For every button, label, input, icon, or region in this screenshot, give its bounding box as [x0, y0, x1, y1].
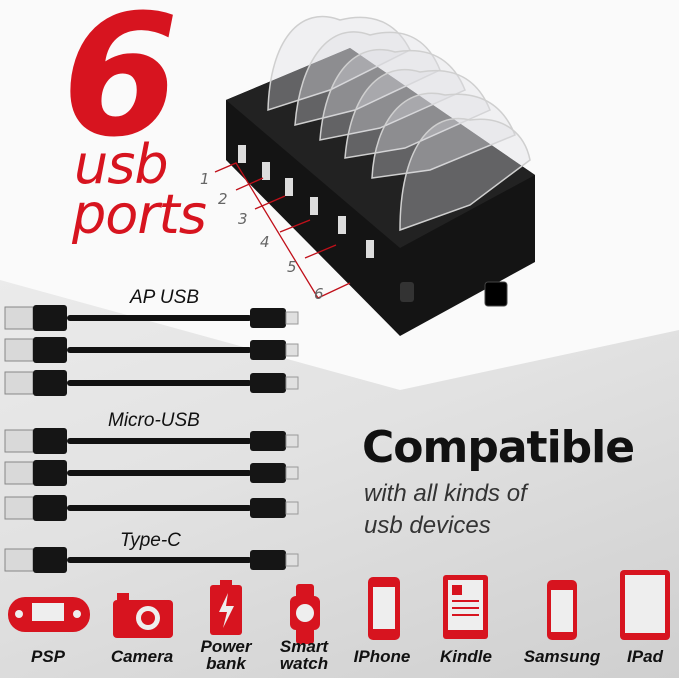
port-callout-lines: [214, 162, 351, 299]
ereader-icon: [443, 575, 488, 639]
port-number-2: 2: [218, 190, 228, 208]
phone-icon: [547, 580, 577, 640]
usb-c-cable: [4, 547, 299, 573]
gamepad-icon: [8, 597, 90, 632]
tablet-icon: [620, 570, 670, 640]
divider-plates: [267, 15, 531, 232]
phone-icon: [368, 577, 400, 640]
lightning-cable: [4, 305, 299, 331]
port-number-5: 5: [287, 258, 297, 276]
headline-number: 6: [62, 0, 179, 174]
device-label-psp: PSP: [30, 647, 66, 666]
compatible-line-2: usb devices: [364, 512, 491, 539]
headline-ports: ports: [72, 183, 207, 246]
device-label-kindle: Kindle: [440, 647, 492, 666]
lightning-cable: [4, 370, 299, 396]
device-label-camera: Camera: [110, 647, 174, 666]
port-number-3: 3: [238, 210, 248, 228]
port-number-6: 6: [314, 285, 324, 303]
port-number-1: 1: [200, 170, 210, 188]
device-label-power-bank: Power bank: [200, 637, 252, 673]
smartwatch-icon: [290, 584, 320, 644]
dc-input: [400, 282, 414, 302]
compatible-line-1: with all kinds of: [364, 480, 527, 507]
device-label-ipad: IPad: [627, 647, 663, 666]
cable-group-label-micro-usb: Micro-USB: [108, 410, 200, 431]
micro-usb-cable: [4, 460, 299, 486]
power-switch[interactable]: [484, 281, 508, 307]
device-label-iphone: IPhone: [353, 647, 411, 666]
port-number-4: 4: [260, 233, 270, 251]
lightning-cable: [4, 337, 299, 363]
micro-usb-cable: [4, 495, 299, 521]
compatible-title: Compatible: [362, 422, 635, 473]
battery-icon: [210, 580, 242, 635]
usb-ports[interactable]: [238, 145, 374, 258]
device-label-smart-watch: Smart watch: [279, 637, 329, 673]
cable-group-label-ap-usb: AP USB: [130, 287, 199, 308]
camera-icon: [113, 593, 173, 638]
micro-usb-cable: [4, 428, 299, 454]
device-label-samsung: Samsung: [523, 647, 601, 666]
headline-usb: usb: [74, 133, 169, 196]
cable-group-label-type-c: Type-C: [120, 530, 181, 551]
